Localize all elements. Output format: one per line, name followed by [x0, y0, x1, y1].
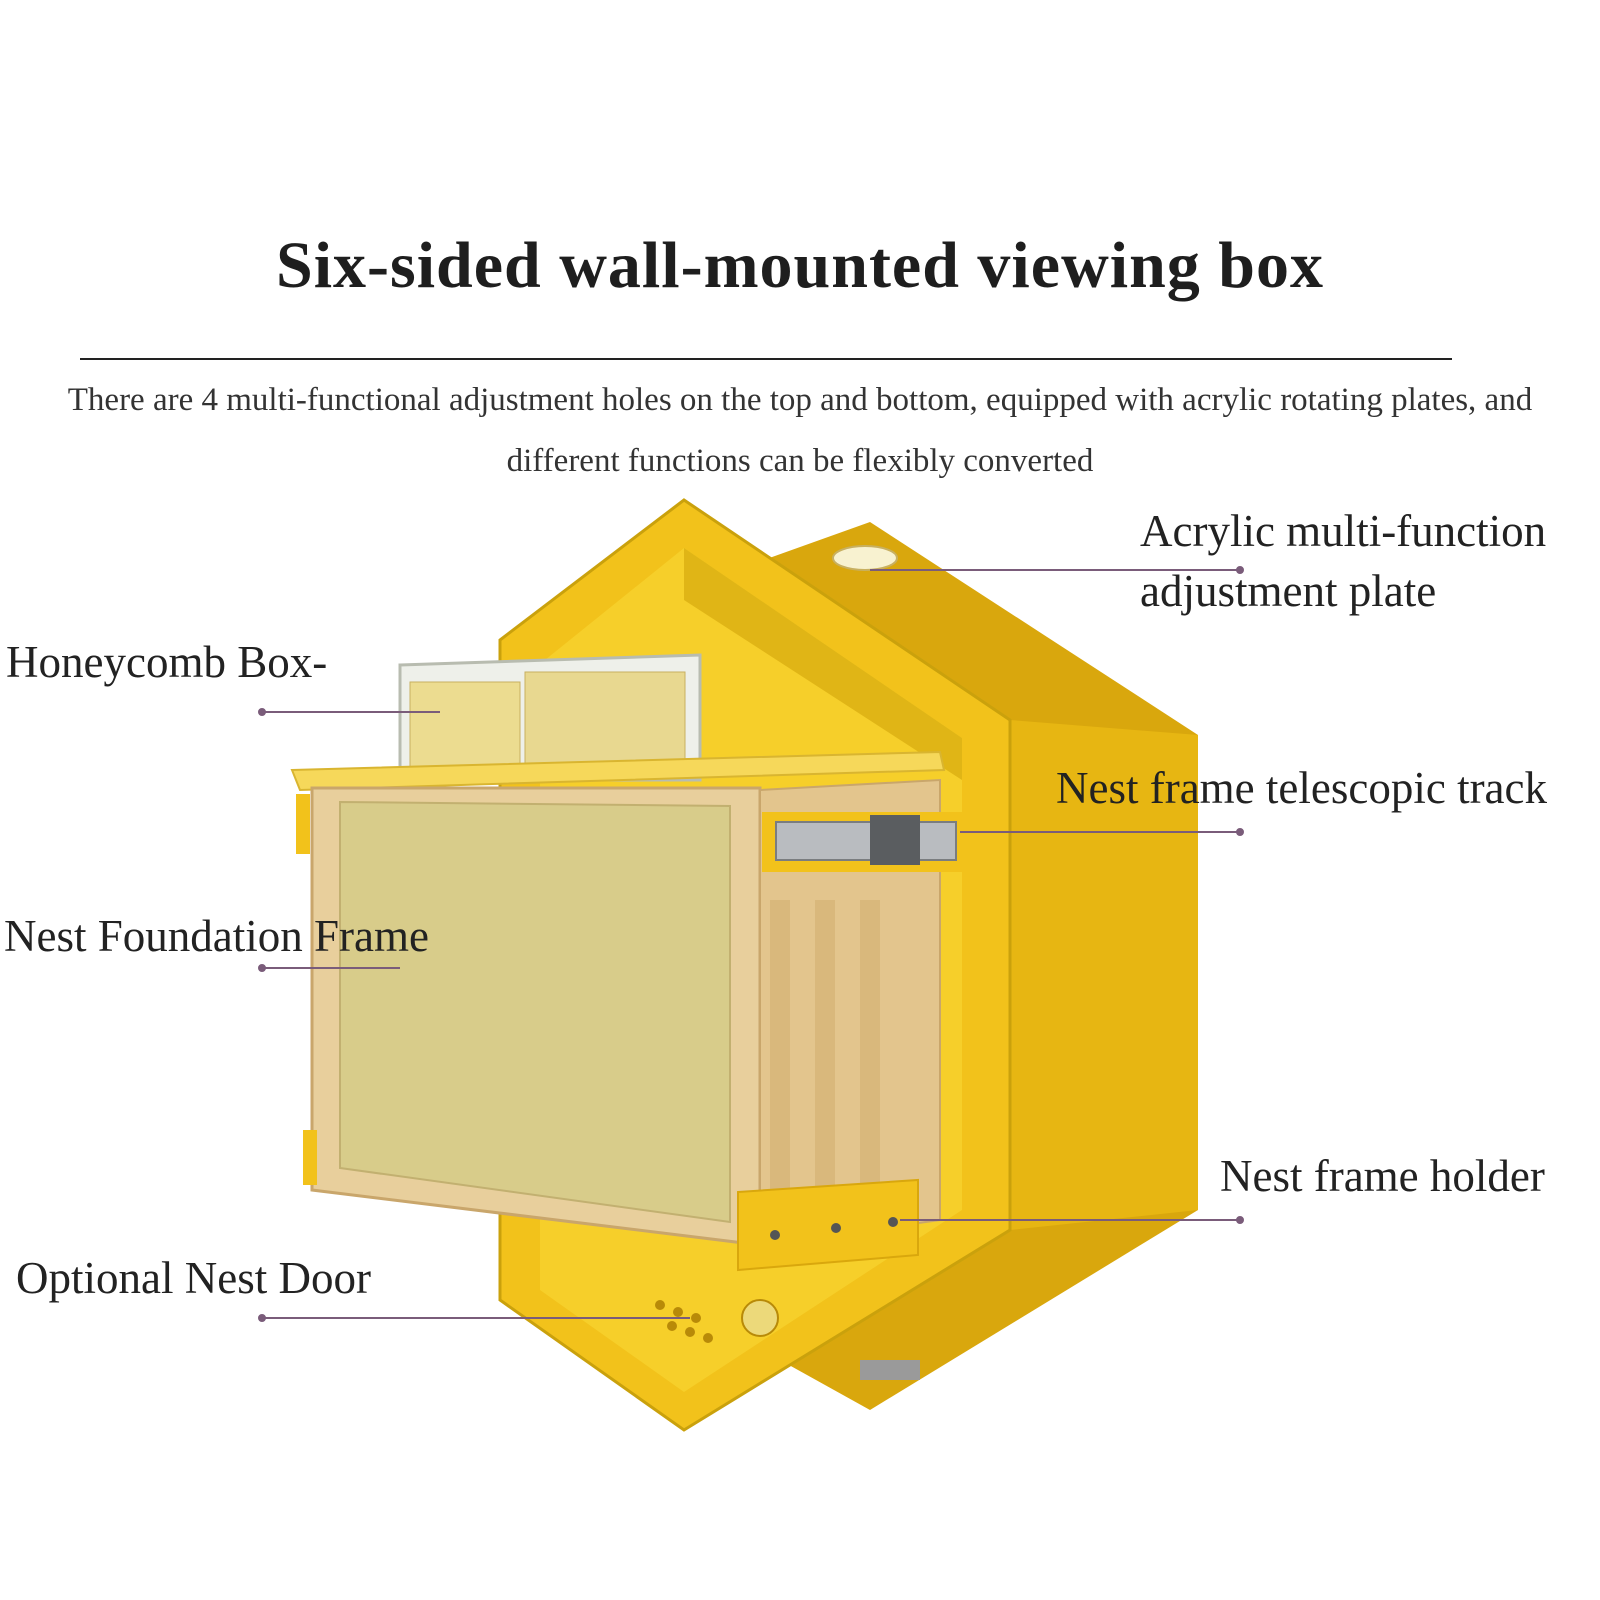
label-frame-holder: Nest frame holder [1220, 1151, 1545, 1201]
label-acrylic-plate: Acrylic multi-function adjustment plate [1140, 503, 1546, 620]
hive-interior-shadow [684, 548, 962, 780]
label-honeycomb-box: Honeycomb Box- [6, 637, 328, 687]
title-divider [80, 358, 1452, 360]
label-telescopic-track: Nest frame telescopic track [1056, 763, 1548, 813]
top-board [290, 750, 946, 792]
label-nest-door: Optional Nest Door [16, 1253, 371, 1303]
bottom-hinge [860, 1360, 920, 1380]
honeycomb-box [398, 653, 702, 782]
nest-door-holes [655, 1299, 779, 1343]
wooden-frames [759, 778, 941, 1247]
page-title: Six-sided wall-mounted viewing box [276, 229, 1324, 302]
leader-lines [258, 566, 1244, 1322]
telescopic-track [762, 812, 962, 872]
nest-frame-holder [737, 1178, 919, 1272]
label-acrylic-plate-line2: adjustment plate [1140, 566, 1437, 617]
hive-right-side [1010, 720, 1198, 1230]
nest-foundation-frame [296, 786, 762, 1247]
intro-text: There are 4 multi-functional adjustment … [67, 382, 1533, 479]
label-foundation-frame: Nest Foundation Frame [4, 911, 429, 961]
label-acrylic-plate-line1: Acrylic multi-function [1140, 506, 1547, 556]
acrylic-plate [832, 545, 898, 571]
